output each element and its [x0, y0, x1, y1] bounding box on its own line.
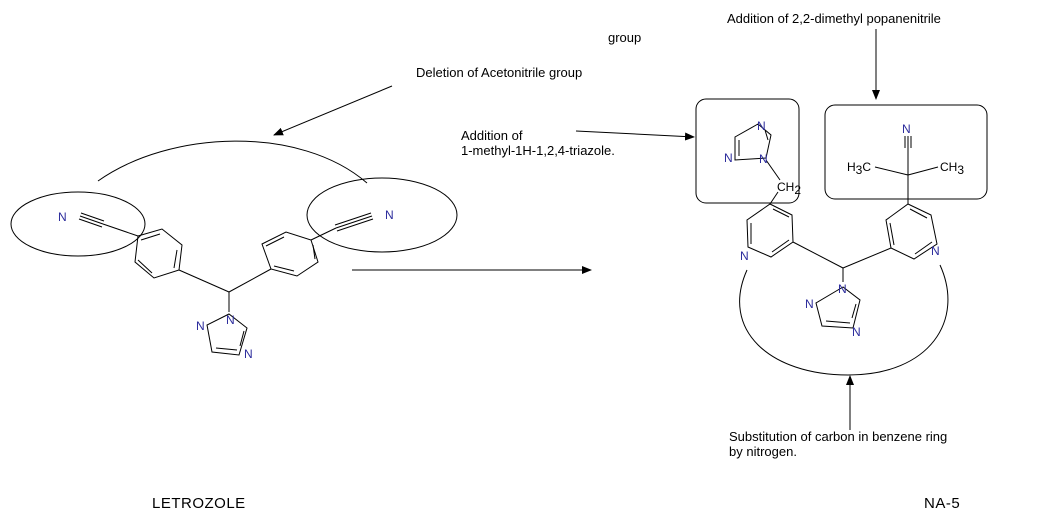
addition-dimethyl-label: Addition of 2,2-dimethyl popanenitrile — [727, 11, 941, 26]
na5-nitrile-n: N — [902, 122, 911, 136]
letrozole-triazole-n4: N — [244, 347, 253, 361]
addition-triazole-label-line1: Addition of — [461, 128, 523, 143]
addition-triazole-label-line2: 1-methyl-1H-1,2,4-triazole. — [461, 143, 615, 158]
na5-left-pyridine — [746, 203, 794, 258]
nitrile-box — [824, 104, 988, 200]
letrozole-triazole-n2: N — [196, 319, 205, 333]
letrozole-left-nitrile-n: N — [58, 210, 67, 224]
na5-top-triazole-n3: N — [759, 152, 768, 166]
h3c-label: H3C — [847, 160, 871, 177]
letrozole-title: LETROZOLE — [152, 495, 246, 512]
na5-top-triazole-n2: N — [724, 151, 733, 165]
letrozole-right-nitrile-n: N — [385, 208, 394, 222]
na5-bottom-triazole-n2: N — [805, 297, 814, 311]
na5-bottom-triazole-n1: N — [838, 282, 847, 296]
triazole-addition-arrow — [575, 130, 695, 141]
na5-top-triazole-n1: N — [757, 119, 766, 133]
letrozole-triazole-n1: N — [226, 313, 235, 327]
letrozole-top-arc — [97, 140, 368, 184]
right-nitrile-circle — [306, 177, 458, 253]
na5-structure — [695, 98, 988, 376]
letrozole-left-nitrile-bond — [102, 223, 139, 237]
na5-right-pyridine-n: N — [931, 244, 940, 258]
deletion-acetonitrile-label: Deletion of Acetonitrile group — [416, 65, 583, 80]
na5-right-pyridine — [885, 203, 938, 260]
na5-title: NA-5 — [924, 495, 961, 512]
na5-bottom-triazole-n4: N — [852, 325, 861, 339]
substitution-label-line1: Substitution of carbon in benzene ring — [729, 429, 948, 444]
ch2-label: CH2 — [777, 180, 801, 197]
letrozole-left-benzene — [134, 228, 183, 279]
group-fragment-label: group — [608, 30, 642, 45]
deletion-arrow — [273, 85, 393, 136]
triazole-box — [695, 98, 800, 204]
na5-bottom-arc — [739, 264, 949, 376]
letrozole-structure — [10, 140, 458, 356]
na5-left-pyridine-n: N — [740, 249, 749, 263]
ch3-label: CH3 — [940, 160, 964, 177]
letrozole-triazole — [206, 313, 248, 356]
left-nitrile-circle — [10, 191, 146, 257]
substitution-label-line2: by nitrogen. — [729, 444, 797, 459]
